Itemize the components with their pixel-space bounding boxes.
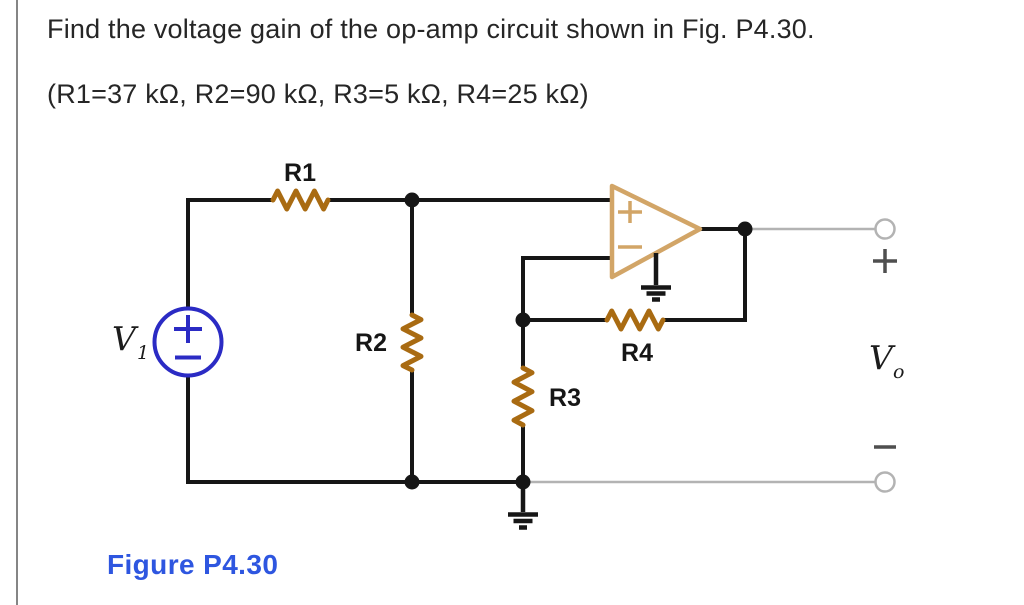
r4-right-lead <box>663 229 747 322</box>
source-plus-icon <box>174 315 202 343</box>
page-left-border <box>16 0 18 605</box>
problem-statement: Find the voltage gain of the op-amp circ… <box>47 14 815 44</box>
junction-dot-top <box>404 192 420 208</box>
junction-dot-feedback <box>515 312 531 328</box>
r2-label: R2 <box>355 329 387 357</box>
junction-dot-output <box>737 221 753 237</box>
given-values: (R1=37 kΩ, R2=90 kΩ, R3=5 kΩ, R4=25 kΩ) <box>47 79 589 109</box>
source-voltage-label: V <box>112 319 139 358</box>
figure-caption: Figure P4.30 <box>107 549 279 580</box>
output-plus-icon <box>873 249 897 273</box>
output-voltage-label: V <box>869 338 896 377</box>
r4-label: R4 <box>621 339 653 367</box>
output-terminal-bottom <box>874 471 896 493</box>
junction-dot-bottom-r2 <box>404 474 420 490</box>
resistor-r1 <box>270 188 331 212</box>
junction-dot-bottom-r3 <box>515 474 531 490</box>
resistor-r3 <box>511 365 535 428</box>
inverting-feedback-wire <box>521 256 613 320</box>
source-voltage-subscript: 1 <box>137 342 149 364</box>
r3-label: R3 <box>549 384 581 412</box>
opamp-plus-icon <box>618 201 642 223</box>
output-voltage-subscript: o <box>893 361 904 383</box>
r1-label: R1 <box>284 159 316 187</box>
resistor-r2 <box>400 312 424 373</box>
output-terminal-top <box>874 218 896 240</box>
resistor-r4 <box>604 308 666 332</box>
